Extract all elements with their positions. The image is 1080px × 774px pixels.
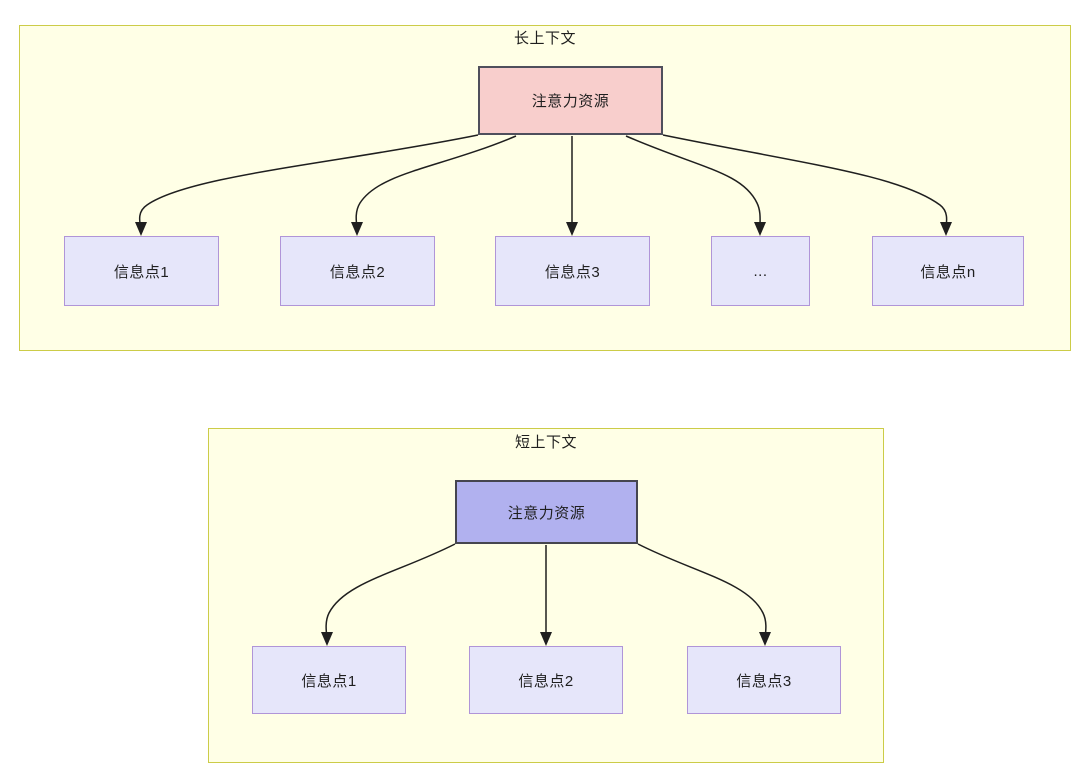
node-info-point-short-3[interactable]: 信息点3 [687,646,841,714]
node-attention-resource-short[interactable]: 注意力资源 [455,480,638,544]
node-label: 注意力资源 [507,504,586,522]
node-label: ... [753,262,768,280]
node-info-point-long-n[interactable]: 信息点n [872,236,1024,306]
node-label: 信息点n [920,263,976,281]
node-label: 注意力资源 [531,93,610,110]
node-info-point-long-2[interactable]: 信息点2 [280,236,435,306]
node-label: 信息点3 [544,263,601,281]
group-long-context-title: 长上下文 [513,30,576,47]
node-label: 信息点1 [113,263,170,281]
node-info-point-long-1[interactable]: 信息点1 [64,236,219,306]
node-label: 信息点1 [301,672,357,690]
node-label: 信息点2 [518,672,574,690]
group-short-context-title: 短上下文 [514,434,577,451]
node-info-point-short-2[interactable]: 信息点2 [469,646,623,714]
node-info-point-long-ellipsis[interactable]: ... [711,236,810,306]
node-attention-resource-long[interactable]: 注意力资源 [478,66,663,135]
node-info-point-long-3[interactable]: 信息点3 [495,236,650,306]
node-label: 信息点3 [736,672,792,690]
node-info-point-short-1[interactable]: 信息点1 [252,646,406,714]
node-label: 信息点2 [329,263,386,281]
